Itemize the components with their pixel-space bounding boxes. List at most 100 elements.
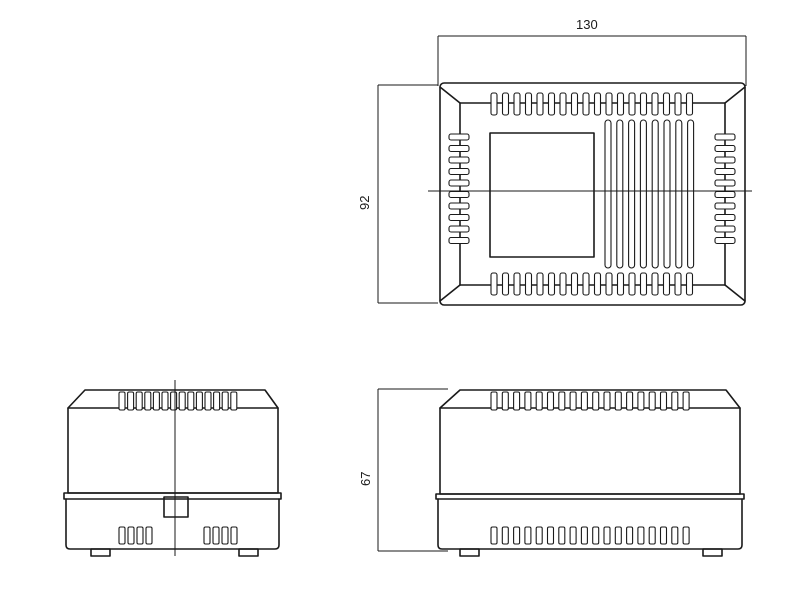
vent-slot <box>648 391 656 411</box>
vent-slot <box>714 190 736 199</box>
top-view: 130 92 <box>357 17 752 306</box>
vent-slot <box>592 526 600 545</box>
vent-slot <box>178 391 186 411</box>
vent-slot <box>714 236 736 245</box>
vent-slot <box>604 119 612 269</box>
vent-slot <box>685 92 694 116</box>
vent-slot <box>448 179 470 187</box>
vent-slot <box>490 526 498 545</box>
top-vent-slots-left <box>448 133 470 245</box>
vent-slot <box>628 92 636 116</box>
vent-slot <box>616 92 625 116</box>
vent-slot <box>448 190 470 199</box>
vent-slot <box>145 526 153 545</box>
vent-slot <box>662 272 671 296</box>
vent-slot <box>118 526 126 545</box>
dimension-width: 130 <box>437 17 747 86</box>
vent-slot <box>651 272 659 296</box>
vent-slot <box>671 526 679 545</box>
vent-slot <box>152 391 160 411</box>
vent-slot <box>524 92 533 116</box>
vent-slot <box>714 179 736 187</box>
vent-slot <box>221 391 229 411</box>
vent-slot <box>639 119 647 269</box>
vent-slot <box>605 272 613 296</box>
vent-slot <box>614 391 622 411</box>
vent-slot <box>637 391 645 411</box>
vent-slot <box>628 119 636 269</box>
vent-slot <box>212 526 220 545</box>
side-vent-slots-bottom-right <box>203 526 238 545</box>
top-vent-slots-upper <box>490 92 694 116</box>
vent-slot <box>714 156 736 164</box>
vent-slot <box>501 526 509 545</box>
vent-slot <box>714 202 736 210</box>
front-vent-slots-top <box>490 391 690 411</box>
vent-slot <box>161 391 169 411</box>
vent-slot <box>582 272 590 296</box>
vent-slot <box>603 526 611 545</box>
vent-slot <box>580 526 588 545</box>
vent-slot <box>580 391 588 411</box>
vent-slot <box>448 213 470 222</box>
vent-slot <box>448 202 470 210</box>
vent-slot <box>535 391 543 411</box>
vent-slot <box>195 391 203 411</box>
vent-slot <box>682 526 690 545</box>
vent-slot <box>535 526 543 545</box>
top-vent-slots-center <box>604 119 695 269</box>
vent-slot <box>203 526 211 545</box>
vent-slot <box>448 144 470 153</box>
vent-slot <box>536 272 544 296</box>
vent-slot <box>626 526 634 545</box>
vent-slot <box>144 391 152 411</box>
vent-slot <box>135 391 143 411</box>
vent-slot <box>651 119 659 269</box>
vent-slot <box>626 391 634 411</box>
vent-slot <box>675 119 683 269</box>
vent-slot <box>558 526 566 545</box>
side-vent-slots-bottom-left <box>118 526 153 545</box>
vent-slot <box>524 272 533 296</box>
front-vent-slots-bottom <box>490 526 690 545</box>
vent-slot <box>204 391 212 411</box>
vent-slot <box>682 391 690 411</box>
vent-slot <box>448 133 470 141</box>
top-vent-slots-lower <box>490 272 694 296</box>
vent-slot <box>674 92 682 116</box>
vent-slot <box>170 391 178 411</box>
vent-slot <box>714 133 736 141</box>
vent-slot <box>536 92 544 116</box>
vent-slot <box>582 92 590 116</box>
vent-slot <box>547 272 556 296</box>
vent-slot <box>448 225 470 233</box>
vent-slot <box>637 526 645 545</box>
vent-slot <box>648 526 656 545</box>
front-view: 67 <box>358 388 745 557</box>
vent-slot <box>714 213 736 222</box>
dimension-width-label: 130 <box>576 17 598 32</box>
vent-slot <box>714 225 736 233</box>
vent-slot <box>448 236 470 245</box>
vent-slot <box>513 391 521 411</box>
vent-slot <box>448 156 470 164</box>
vent-slot <box>659 391 668 411</box>
vent-slot <box>651 92 659 116</box>
top-vent-slots-right <box>714 133 736 245</box>
vent-slot <box>546 391 555 411</box>
vent-slot <box>569 526 577 545</box>
vent-slot <box>490 391 498 411</box>
vent-slot <box>448 167 470 176</box>
vent-slot <box>663 119 671 269</box>
vent-slot <box>714 167 736 176</box>
vent-slot <box>221 526 229 545</box>
vent-slot <box>639 92 648 116</box>
dimension-depth: 92 <box>357 84 438 304</box>
vent-slot <box>547 92 556 116</box>
vent-slot <box>687 119 695 269</box>
vent-slot <box>490 92 498 116</box>
vent-slot <box>593 92 602 116</box>
vent-slot <box>614 526 622 545</box>
vent-slot <box>213 391 221 411</box>
vent-slot <box>513 526 521 545</box>
